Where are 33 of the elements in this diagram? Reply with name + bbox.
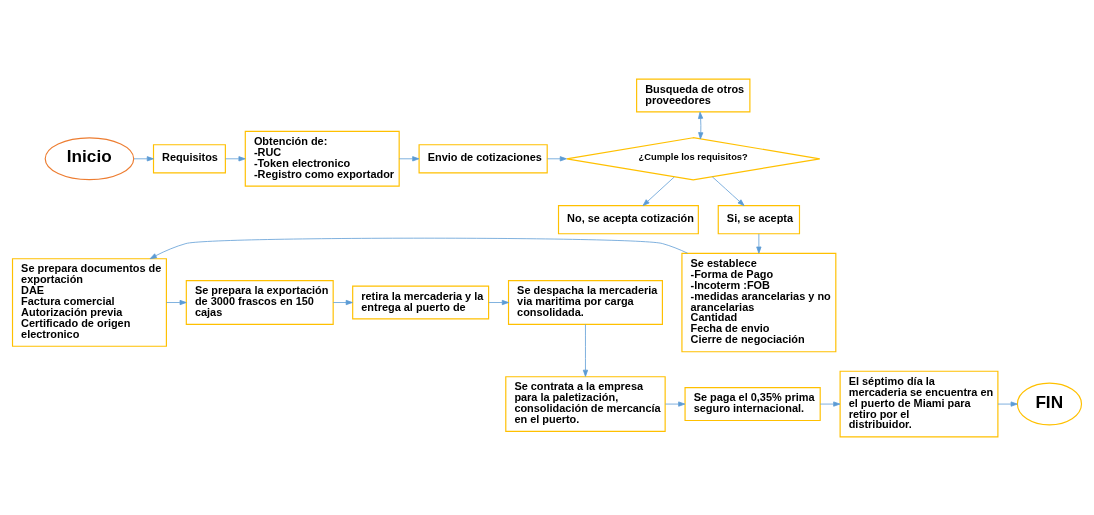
node-diamond: ¿Cumple los requisitos? (566, 136, 821, 180)
node-ellipse: Inicio (44, 136, 135, 180)
node-box: Busqueda de otros proveedores (636, 78, 751, 112)
arrow (665, 401, 686, 407)
arrow (332, 299, 353, 305)
arrow (997, 401, 1018, 407)
arrow (149, 237, 688, 259)
arrow (819, 401, 841, 407)
arrow (711, 175, 745, 206)
node-box: Envio de cotizaciones (418, 143, 548, 173)
arrow (642, 176, 675, 206)
node-box: El séptimo día la mercaderia se encuentra en el puerto de Miami para retiro por el distribuidor. (839, 370, 999, 437)
arrow (582, 323, 589, 377)
node-box: No, se acepta cotización (557, 204, 699, 234)
arrow (166, 299, 187, 305)
node-box: Requisitos (152, 143, 226, 173)
node-box: Se despacha la mercaderia via maritima por carga consolidada. (507, 279, 663, 325)
node-box: Se paga el 0,35% prima seguro internacional. (684, 386, 821, 421)
arrow (546, 155, 567, 161)
node-box: Se contrata a la empresa para la paletización, consolidación de mercancía en el puerto. (505, 375, 666, 432)
node-box: Se prepara documentos de exportación DAE Factura comercial Autorización previa Certificado de origen electronico (11, 257, 167, 347)
arrow (698, 111, 704, 139)
arrow (488, 299, 509, 305)
node-box: Se establece -Forma de Pago -Incoterm :FOB -medidas arancelarias y no arancelarias Cantidad Fecha de envio Cierre de negociación (681, 252, 837, 352)
node-box: Se prepara la exportación de 3000 frascos en 150 cajas (185, 279, 334, 325)
node-box: retira la mercaderia y la entrega al puerto de (352, 285, 490, 319)
arrow (398, 155, 420, 161)
node-box: Obtención de: -RUC -Token electronico -Registro como exportador (244, 130, 400, 187)
node-ellipse: FIN (1016, 382, 1083, 426)
node-box: Si, se acepta (717, 204, 801, 234)
arrow (756, 233, 762, 254)
arrow (133, 155, 154, 161)
arrow (225, 155, 246, 161)
